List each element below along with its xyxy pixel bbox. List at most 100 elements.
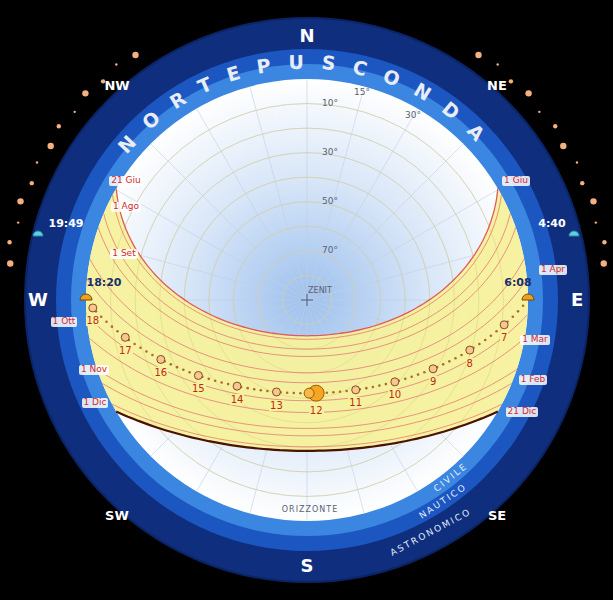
twilight-icon — [569, 231, 579, 236]
day-dot — [100, 315, 103, 318]
azimuth-label: 15° — [354, 88, 370, 98]
hour-label: 10 — [388, 389, 403, 400]
day-dot — [345, 390, 348, 393]
orbit-dot — [82, 90, 88, 96]
hour-mark — [194, 371, 202, 379]
compass-label: NW — [104, 79, 129, 93]
compass-label: SW — [105, 509, 129, 523]
altitude-circle — [135, 128, 479, 472]
day-dot — [448, 360, 451, 363]
orbit-dot — [30, 181, 34, 185]
azimuth-label: 30° — [405, 111, 421, 121]
altitude-label: 30° — [322, 148, 338, 158]
date-label: 1 Ago — [111, 202, 141, 212]
hour-mark — [121, 333, 129, 341]
altitude-circle — [160, 153, 455, 448]
orbit-dot — [48, 143, 54, 149]
hour-mark — [429, 365, 437, 373]
hour-mark — [157, 355, 165, 363]
day-dot — [385, 383, 388, 386]
sun-band-fill — [86, 188, 528, 451]
hour-label: 14 — [230, 394, 245, 405]
hour-mark — [500, 321, 508, 329]
hour-mark — [272, 388, 280, 396]
date-line — [97, 369, 517, 428]
day-dot — [299, 392, 302, 395]
azimuth-line — [307, 144, 463, 300]
date-line — [98, 227, 515, 356]
day-dot — [214, 379, 217, 382]
horizon-label: ORIZZONTE — [282, 506, 338, 515]
orbit-dot — [73, 111, 75, 113]
day-dot — [292, 392, 295, 395]
day-dot — [207, 378, 210, 381]
day-dot — [404, 378, 407, 381]
altitude-circle — [282, 275, 331, 324]
winter-solstice-line — [116, 412, 498, 451]
date-label: 21 Giu — [109, 176, 143, 186]
hour-label: 15 — [191, 383, 206, 394]
hour-label: 13 — [269, 400, 284, 411]
date-line — [90, 259, 524, 373]
hour-label: 8 — [466, 358, 474, 369]
compass-label: S — [301, 556, 314, 576]
day-dot — [490, 334, 493, 337]
day-dot — [139, 347, 142, 350]
date-line — [112, 404, 502, 447]
day-dot — [442, 363, 445, 366]
day-dot — [266, 390, 269, 393]
horizon-disk — [86, 79, 528, 521]
date-label: 1 Set — [110, 249, 137, 259]
compass-label: NE — [487, 79, 507, 93]
day-dot — [246, 387, 249, 390]
day-dot — [495, 330, 498, 333]
hour-mark — [89, 304, 97, 312]
orbit-dot — [553, 124, 557, 128]
orbit-dot — [525, 90, 531, 96]
compass-label: SE — [488, 509, 506, 523]
day-dot — [170, 363, 173, 366]
azimuth-line — [307, 79, 308, 300]
orbit-dot — [17, 198, 23, 204]
orbit-dot — [602, 240, 606, 244]
time-label: 19:49 — [49, 218, 84, 230]
day-dot — [365, 387, 368, 390]
day-dot — [176, 366, 179, 369]
day-dot — [378, 384, 381, 387]
orbit-dot — [57, 124, 61, 128]
compass-label: N — [300, 26, 315, 46]
orbit-dot — [590, 198, 596, 204]
altitude-label: 10° — [322, 99, 338, 109]
time-label: 6:08 — [504, 277, 531, 289]
orbit-dot — [560, 143, 566, 149]
day-dot — [286, 391, 289, 394]
hour-mark — [233, 382, 241, 390]
time-label: 18:20 — [87, 277, 122, 289]
hour-label: 17 — [118, 345, 133, 356]
compass-label: W — [28, 290, 48, 310]
nautical-ring — [56, 49, 558, 551]
orbit-dot — [595, 221, 597, 223]
time-label: 4:40 — [538, 218, 565, 230]
day-dot — [332, 391, 335, 394]
altitude-circle — [111, 104, 504, 497]
hour-label: 11 — [348, 397, 363, 408]
day-dot — [188, 371, 191, 374]
hour-label: 16 — [154, 367, 169, 378]
orbit-dot — [115, 63, 117, 65]
orbit-dot — [132, 52, 138, 58]
hour-label: 9 — [429, 376, 437, 387]
date-label: 1 Apr — [539, 265, 567, 275]
orbit-dot — [576, 161, 578, 163]
orbit-dot — [7, 240, 11, 244]
altitude-circle — [209, 202, 405, 398]
day-dot — [145, 350, 148, 353]
summer-solstice-line — [116, 188, 498, 335]
day-dot — [517, 310, 520, 313]
day-dot — [116, 330, 119, 333]
date-label: 21 Dic — [506, 407, 539, 417]
date-label: 1 Giu — [502, 176, 530, 186]
date-label: 1 Dic — [82, 398, 109, 408]
day-dot — [484, 339, 487, 342]
hour-mark — [391, 378, 399, 386]
